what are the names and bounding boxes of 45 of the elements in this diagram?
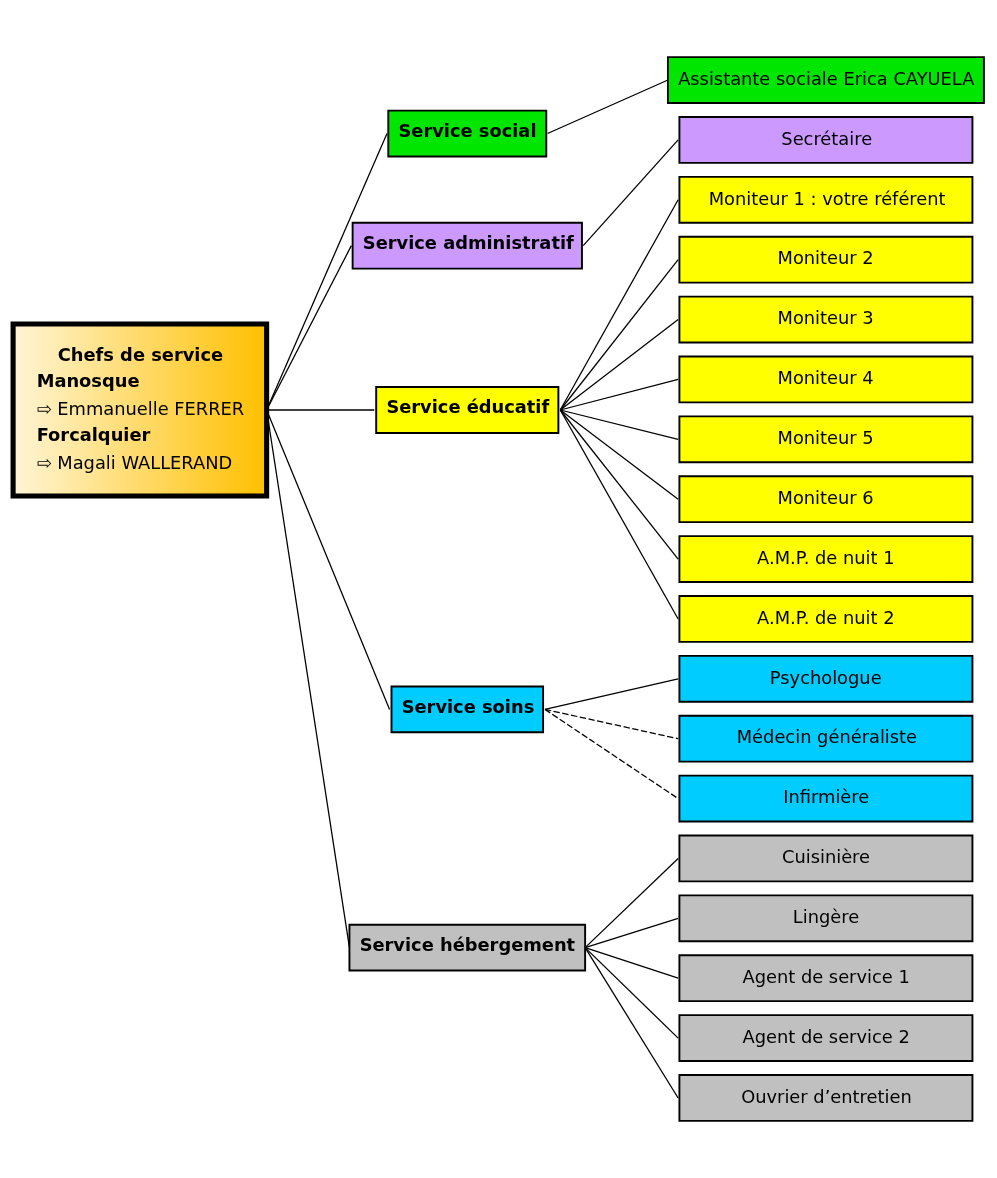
connector (559, 378, 679, 411)
node-box: Lingère (678, 894, 974, 943)
connector (544, 708, 679, 800)
node-box: Moniteur 3 (678, 295, 974, 344)
connector (584, 917, 679, 949)
connector (546, 79, 669, 135)
connector (582, 139, 679, 247)
node-box: Moniteur 4 (678, 355, 974, 404)
node-box: Infirmière (678, 774, 974, 823)
connector (559, 409, 679, 620)
connector (559, 409, 679, 560)
node-box: Moniteur 6 (678, 475, 974, 524)
node-box: Médecin généraliste (678, 714, 974, 763)
node-box: Service éducatif (375, 386, 560, 434)
node-box: Ouvrier d’entretien (678, 1074, 974, 1122)
node-box: Secrétaire (678, 116, 974, 164)
connector (584, 947, 679, 1099)
connector (559, 259, 679, 411)
node-box: Moniteur 2 (678, 235, 974, 284)
node-box: Service hébergement (348, 923, 587, 972)
connector (544, 678, 679, 711)
node-box: Agent de service 1 (678, 954, 974, 1003)
node-box: Assistante sociale Erica CAYUELA (667, 56, 985, 104)
connector (559, 409, 679, 500)
connector (559, 409, 679, 440)
node-box: Service administratif (351, 221, 583, 270)
node-box: A.M.P. de nuit 1 (678, 535, 974, 583)
connector (544, 708, 679, 740)
connector (584, 947, 679, 1039)
connector (559, 199, 679, 411)
connector (584, 947, 679, 979)
node-box: A.M.P. de nuit 2 (678, 595, 974, 643)
node-box: Service social (387, 109, 548, 158)
connector (266, 409, 375, 411)
node-box: Chefs de service Manosque ⇨ Emmanuelle FERRER Forcalquier ⇨ Magali WALLERAND (10, 321, 270, 499)
node-box: Psychologue (678, 654, 974, 703)
node-box: Moniteur 5 (678, 415, 974, 464)
node-box: Cuisinière (678, 834, 974, 883)
node-box: Agent de service 2 (678, 1014, 974, 1062)
connector (266, 409, 391, 711)
connector (584, 857, 679, 949)
connector (559, 318, 679, 411)
connector (266, 132, 388, 411)
node-box: Moniteur 1 : votre référent (678, 175, 974, 224)
node-box: Service soins (390, 685, 545, 734)
